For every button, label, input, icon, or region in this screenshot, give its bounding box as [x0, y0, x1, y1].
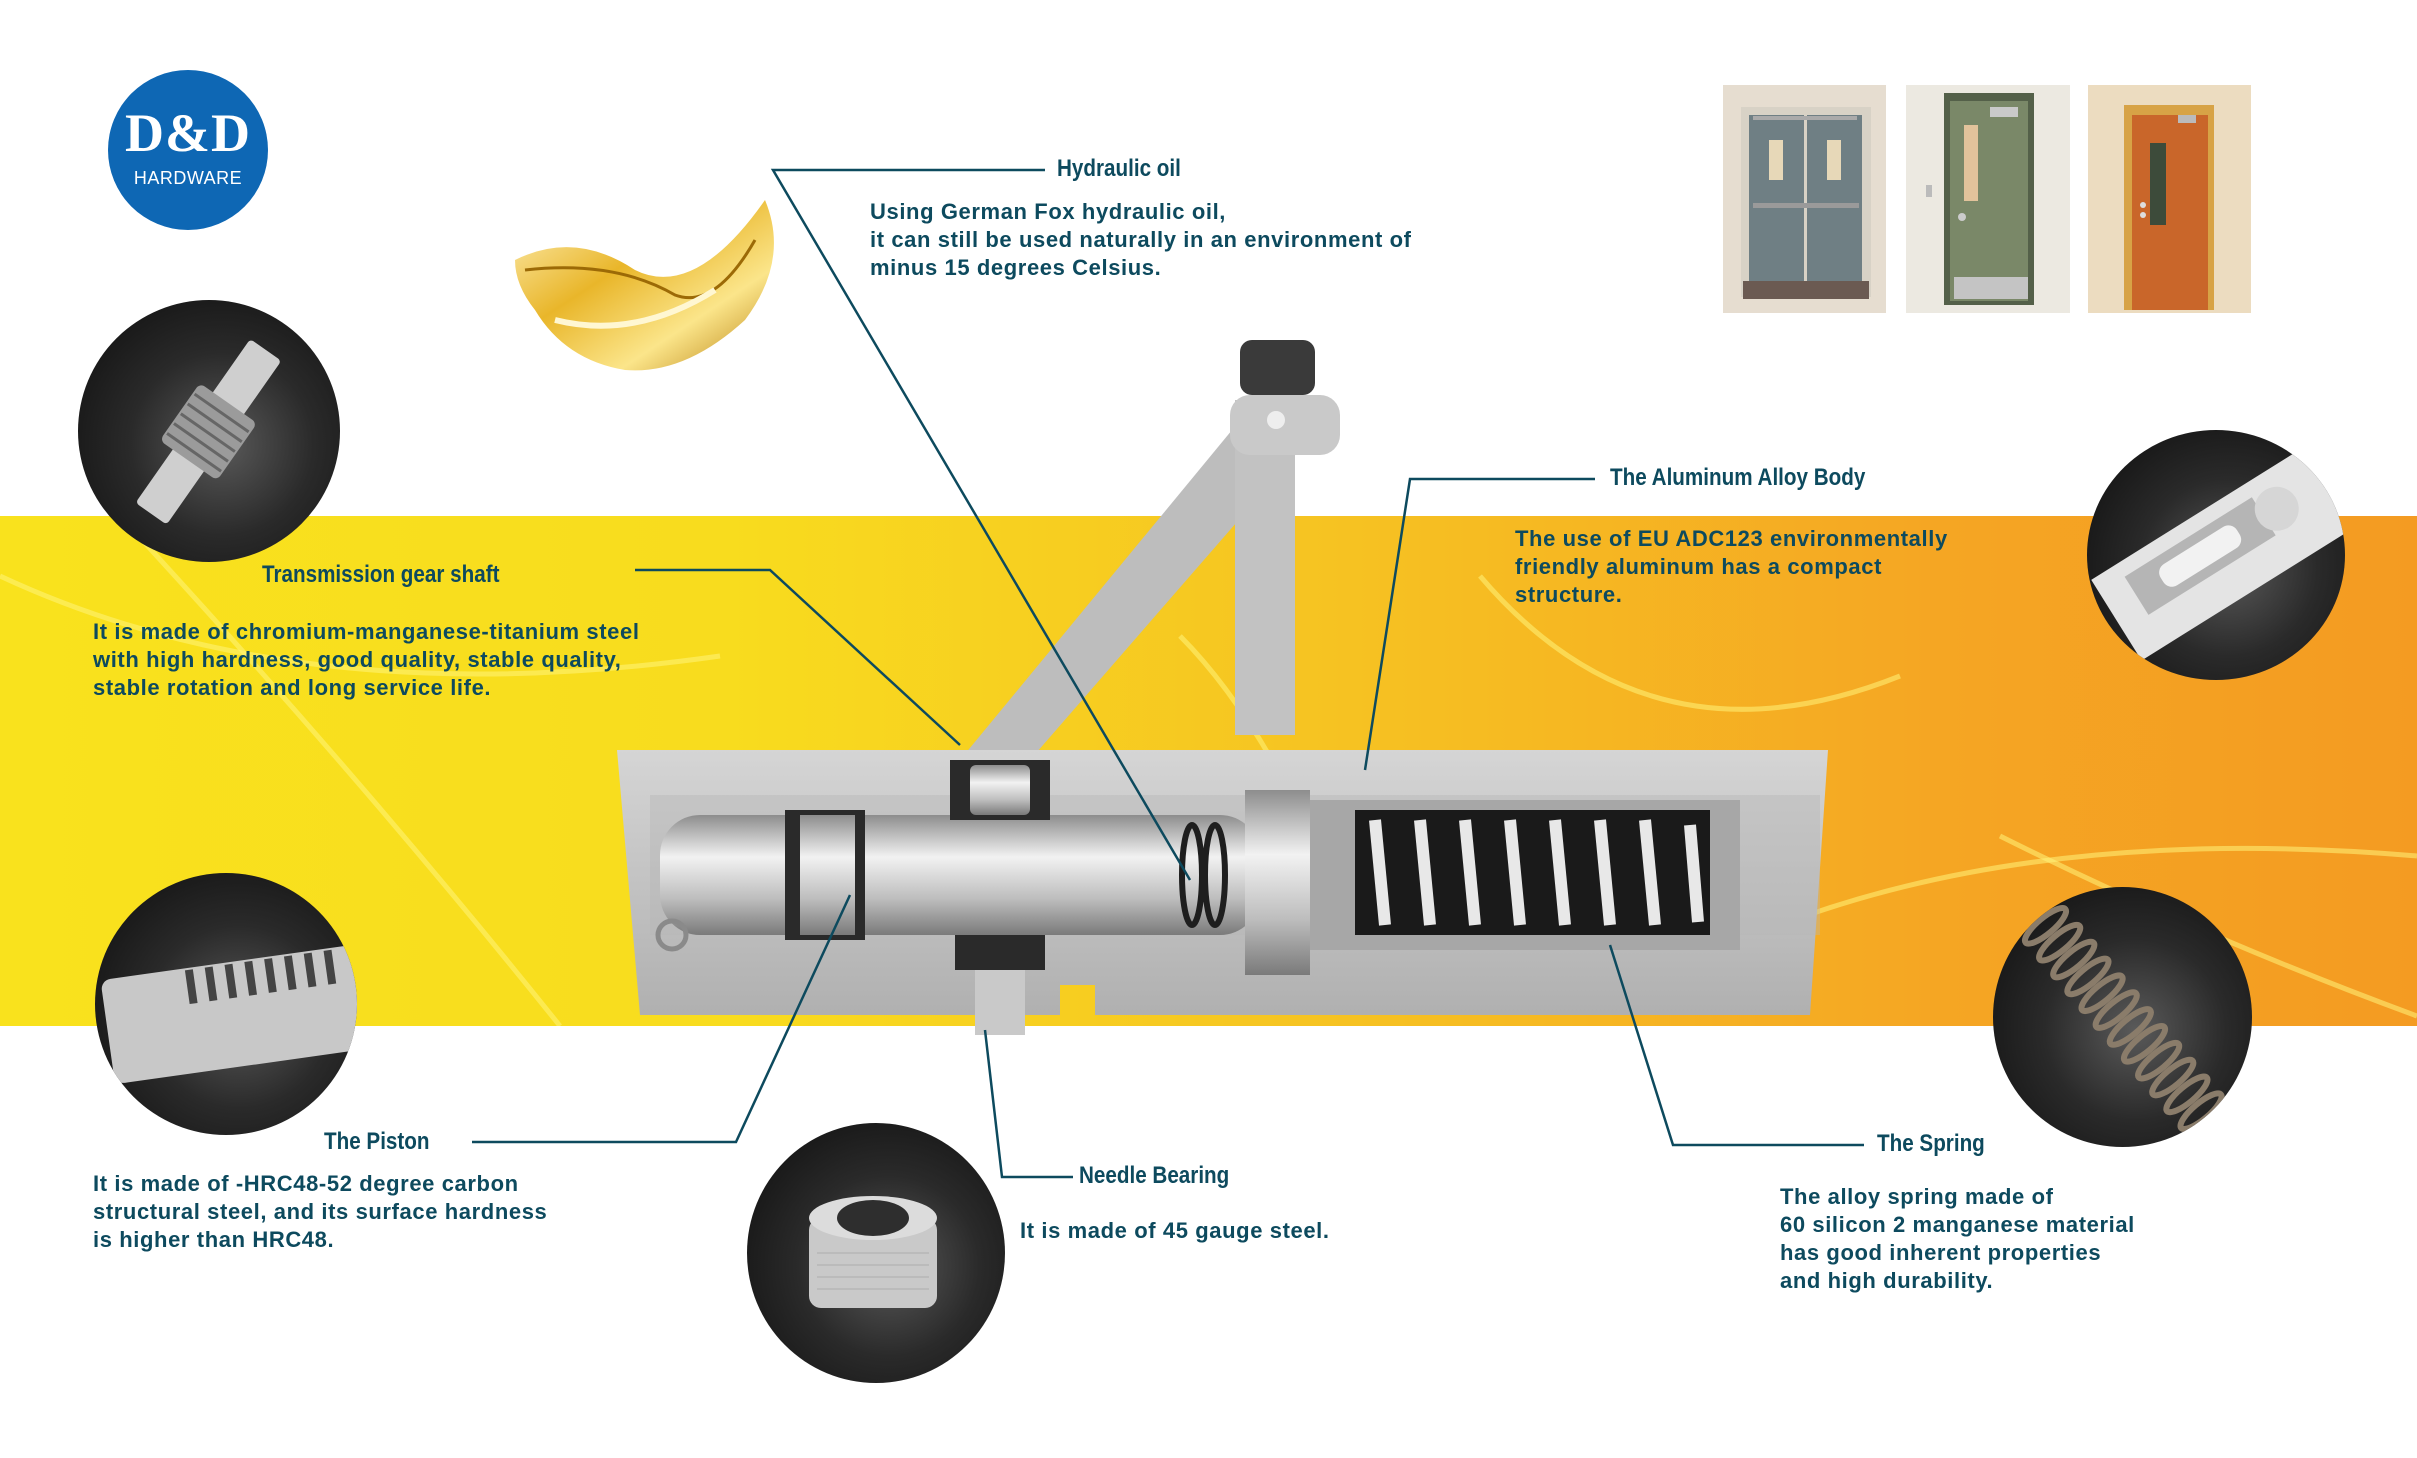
- aluminum-body-description: The use of EU ADC123 environmentally fri…: [1515, 525, 1948, 609]
- piston-icon: [101, 945, 357, 1083]
- spring-icon: [2021, 905, 2225, 1133]
- hydraulic-oil-description: Using German Fox hydraulic oil, it can s…: [870, 198, 1412, 282]
- gear-shaft-circle-image: [78, 300, 340, 562]
- hydraulic-oil-line-2: it can still be used naturally in an env…: [870, 227, 1412, 252]
- spring-line-2: 60 silicon 2 manganese material: [1780, 1212, 2135, 1237]
- door-photo-green-single: [1906, 85, 2070, 313]
- needle-bearing-title: Needle Bearing: [1079, 1162, 1230, 1189]
- aluminum-body-line-1: The use of EU ADC123 environmentally: [1515, 526, 1948, 551]
- gear-shaft-line-2: with high hardness, good quality, stable…: [93, 647, 622, 672]
- spring-title: The Spring: [1877, 1130, 1985, 1157]
- spring-line-4: and high durability.: [1780, 1268, 1994, 1293]
- spring-line-1: The alloy spring made of: [1780, 1184, 2054, 1209]
- gear-shaft-icon: [137, 340, 280, 524]
- needle-bearing-icon: [809, 1196, 937, 1308]
- single-door-icon: [1926, 93, 2034, 305]
- hydraulic-oil-image: [515, 200, 780, 375]
- logo-sub-text: HARDWARE: [133, 168, 243, 188]
- needle-bearing-description: It is made of 45 gauge steel.: [1020, 1217, 1330, 1245]
- gear-shaft-description: It is made of chromium-manganese-titaniu…: [93, 618, 640, 702]
- piston-description: It is made of -HRC48-52 degree carbon st…: [93, 1170, 547, 1254]
- piston-line-2: structural steel, and its surface hardne…: [93, 1199, 548, 1224]
- hydraulic-oil-title: Hydraulic oil: [1057, 155, 1181, 182]
- needle-bearing-circle-image: [747, 1123, 1005, 1383]
- gear-shaft-line-1: It is made of chromium-manganese-titaniu…: [93, 619, 640, 644]
- spring-line-3: has good inherent properties: [1780, 1240, 2102, 1265]
- logo-main-text: D&D: [125, 103, 251, 163]
- piston-line-3: is higher than HRC48.: [93, 1227, 335, 1252]
- spring-description: The alloy spring made of 60 silicon 2 ma…: [1780, 1183, 2135, 1295]
- gear-shaft-title: Transmission gear shaft: [262, 561, 500, 588]
- aluminum-casting-icon: [2091, 442, 2345, 661]
- hydraulic-oil-line-3: minus 15 degrees Celsius.: [870, 255, 1162, 280]
- aluminum-body-line-3: structure.: [1515, 582, 1623, 607]
- hydraulic-oil-line-1: Using German Fox hydraulic oil,: [870, 199, 1227, 224]
- piston-line-1: It is made of -HRC48-52 degree carbon: [93, 1171, 519, 1196]
- oil-splash-icon: [515, 200, 774, 371]
- brand-logo: D&D HARDWARE: [108, 70, 268, 230]
- piston-circle-image: [95, 873, 357, 1135]
- spring-circle-image: [1993, 887, 2252, 1147]
- aluminum-body-line-2: friendly aluminum has a compact: [1515, 554, 1883, 579]
- wood-door-icon: [2124, 105, 2214, 310]
- piston-title: The Piston: [324, 1128, 430, 1155]
- double-door-icon: [1741, 107, 1871, 299]
- needle-bearing-line-1: It is made of 45 gauge steel.: [1020, 1218, 1330, 1243]
- aluminum-body-title: The Aluminum Alloy Body: [1610, 464, 1866, 491]
- aluminum-body-circle-image: [2087, 430, 2345, 680]
- door-photo-double-grey: [1723, 85, 1886, 313]
- gear-shaft-line-3: stable rotation and long service life.: [93, 675, 492, 700]
- door-photo-wood: [2088, 85, 2251, 313]
